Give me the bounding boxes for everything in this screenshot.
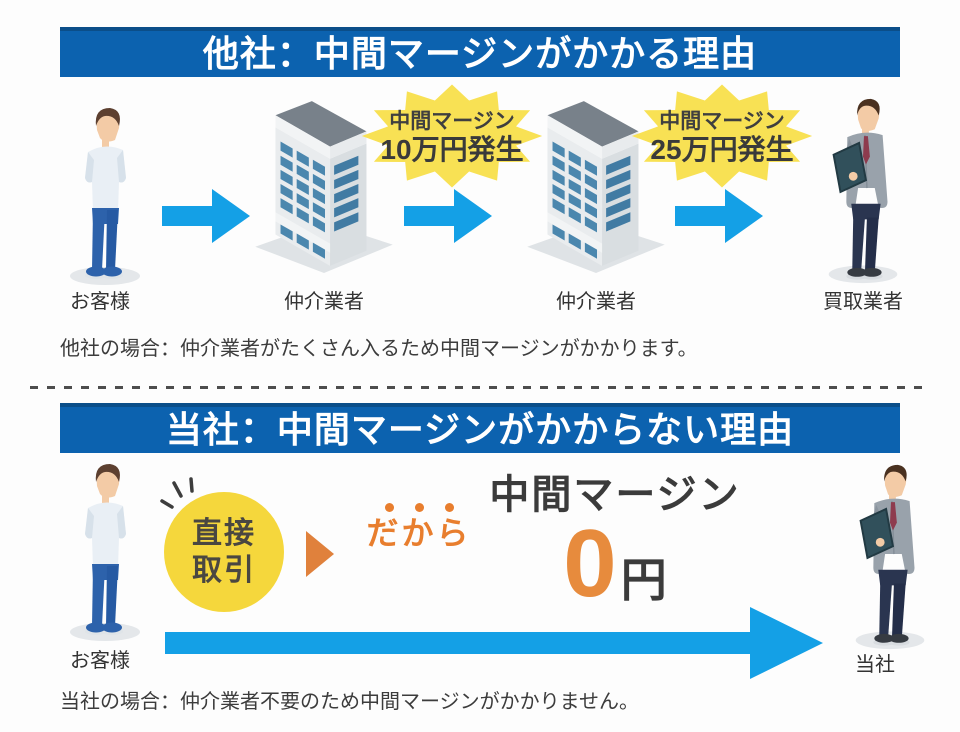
actor-label-customer-bottom: お客様 [70,650,130,672]
margin-burst-2: 中間マージン 25万円発生 [630,80,814,192]
burst-1-line1: 中間マージン [389,110,515,133]
dashed-divider [30,386,930,389]
businessman-icon [854,463,926,651]
zero-margin-result: 中間マージン 0 円 [450,472,780,617]
businessman-icon [827,97,899,285]
connector-text: だから [366,515,472,551]
triangle-right-icon [306,531,334,577]
margin-burst-1: 中間マージン 10万円発生 [360,80,544,192]
burst-2-line1: 中間マージン [659,110,785,133]
section-title-ours: 当社：中間マージンがかからない理由 [60,403,900,453]
long-arrow-right-icon [165,607,823,679]
actor-label-customer-top: お客様 [70,291,130,313]
caption-ours: 当社の場合：仲介業者不要のため中間マージンがかかりません。 [60,691,639,713]
spark-lines-icon [160,477,194,509]
person-icon [70,464,140,641]
accent-dots-icon [360,503,478,512]
connector: だから [360,503,478,550]
caption-others: 他社の場合：仲介業者がたくさん入るため中間マージンがかかります。 [60,338,698,360]
result-amount: 0 [563,510,617,617]
buyer-figure [813,92,913,293]
company-figure [840,458,940,659]
arrow-right-icon [675,189,763,243]
burst-1-line2: 10万円発生 [380,134,524,165]
direct-deal-badge: 直接 取引 [164,492,284,612]
burst-2-line2: 25万円発生 [650,134,794,165]
badge-line1: 直接 [192,517,256,550]
customer-figure-bottom [55,456,155,651]
section-title-others: 他社：中間マージンがかかる理由 [60,27,900,77]
actor-label-broker-1: 仲介業者 [284,291,364,313]
actor-label-company: 当社 [855,654,895,676]
arrow-right-icon [162,189,250,243]
result-unit: 円 [620,554,667,606]
arrow-right-icon [404,189,492,243]
actor-label-broker-2: 仲介業者 [556,291,636,313]
result-label: 中間マージン [489,473,741,517]
customer-figure-top [55,100,155,295]
badge-line2: 取引 [192,554,256,587]
actor-label-buyer: 買取業者 [823,291,903,313]
person-icon [70,108,140,285]
